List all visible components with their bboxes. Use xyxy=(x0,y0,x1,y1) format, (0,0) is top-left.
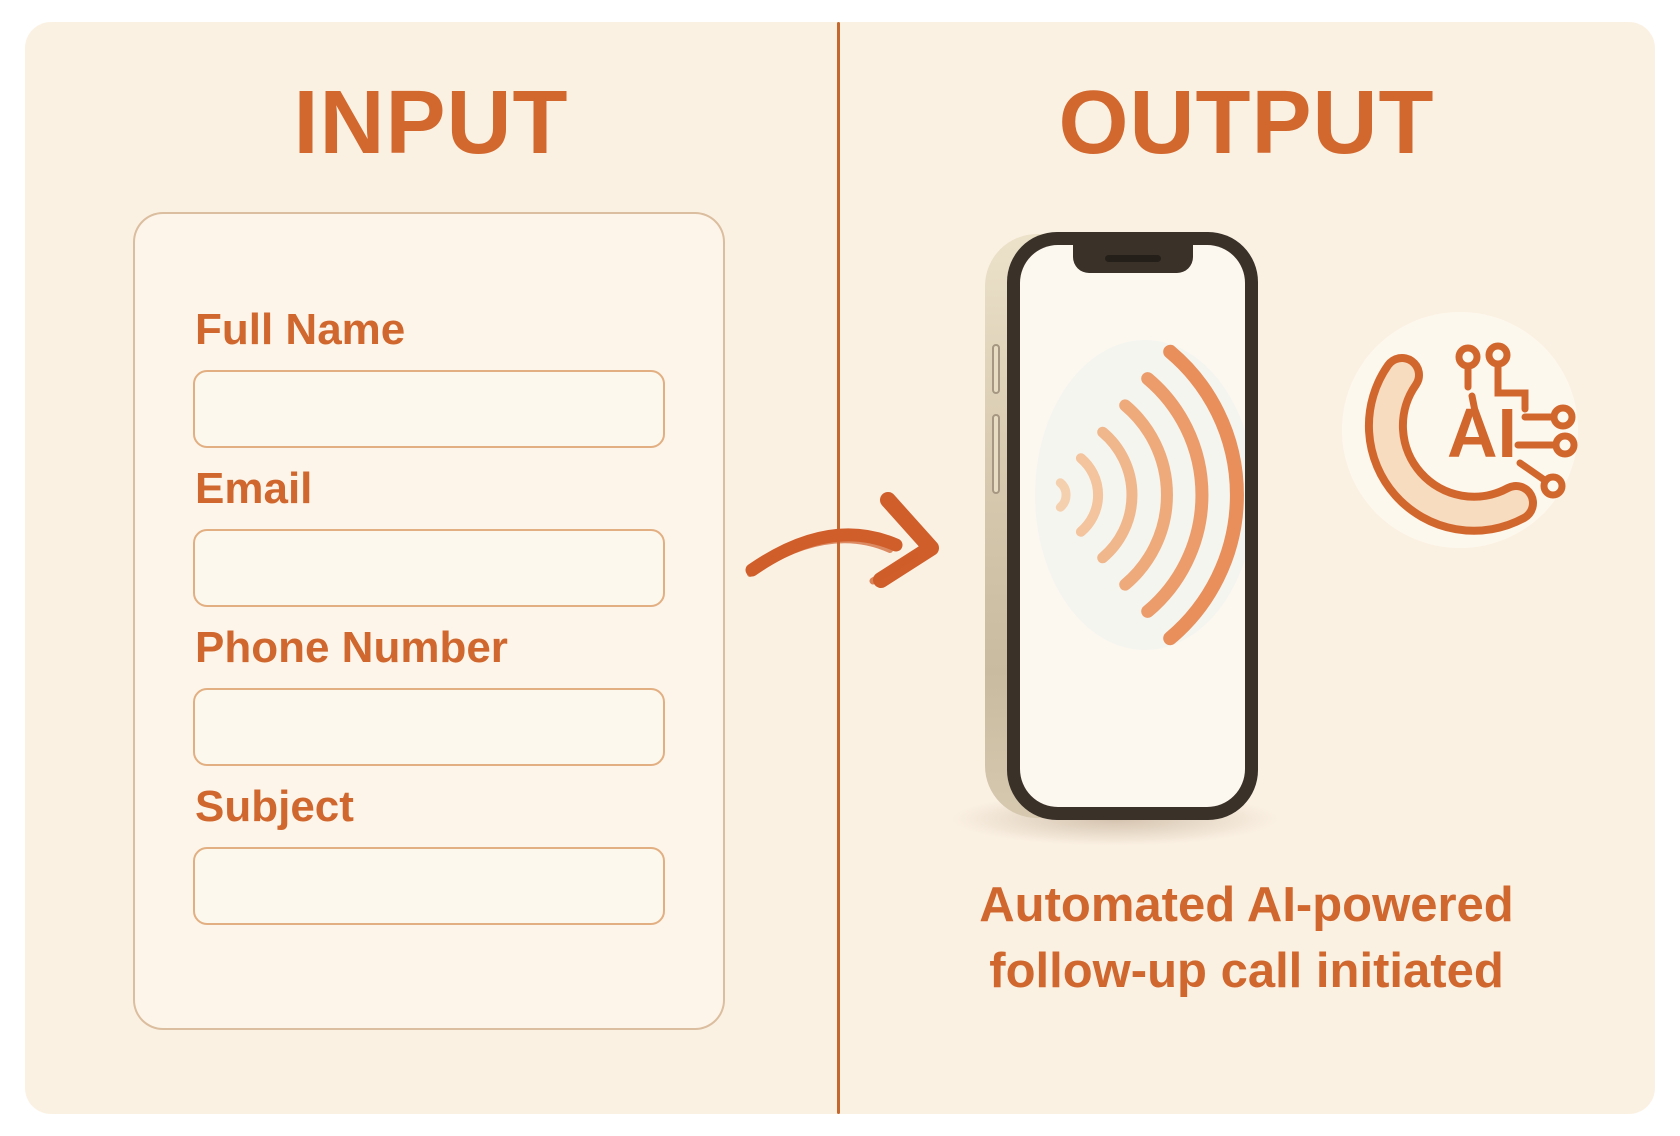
brush-arrow-right-icon xyxy=(745,492,939,588)
ai-phone-call-icon: AI xyxy=(1342,312,1578,548)
output-caption: Automated AI-powered follow-up call init… xyxy=(838,872,1655,1004)
vertical-divider xyxy=(837,22,840,1114)
full-name-input[interactable] xyxy=(193,370,665,448)
caption-line-1: Automated AI-powered xyxy=(979,878,1514,932)
circuit-traces-icon xyxy=(1455,342,1578,499)
ai-badge-label: AI xyxy=(1447,394,1517,472)
form-field-full-name: Full Name xyxy=(193,308,665,448)
form-field-phone-number: Phone Number xyxy=(193,626,665,766)
caption-line-2: follow-up call initiated xyxy=(989,944,1504,999)
form-field-subject: Subject xyxy=(193,785,665,925)
sound-waves-icon xyxy=(1035,340,1245,650)
full-name-label: Full Name xyxy=(195,305,406,354)
form-field-email: Email xyxy=(193,467,665,607)
smartphone-illustration xyxy=(985,232,1258,820)
output-section-title: OUTPUT xyxy=(1058,73,1435,173)
phone-number-label: Phone Number xyxy=(195,623,508,672)
contact-form-card: Full Name Email Phone Number Subject xyxy=(133,212,725,1030)
subject-input[interactable] xyxy=(193,847,665,925)
subject-label: Subject xyxy=(195,782,354,831)
phone-bezel xyxy=(1007,232,1258,820)
phone-screen xyxy=(1020,245,1245,807)
phone-notch xyxy=(1072,245,1193,273)
phone-number-input[interactable] xyxy=(193,688,665,766)
email-input[interactable] xyxy=(193,529,665,607)
phone-power-button-icon xyxy=(992,414,1000,494)
email-label: Email xyxy=(195,464,313,513)
phone-speaker-icon xyxy=(1104,255,1161,262)
phone-volume-button-icon xyxy=(992,344,1000,394)
input-section-title: INPUT xyxy=(293,73,569,173)
